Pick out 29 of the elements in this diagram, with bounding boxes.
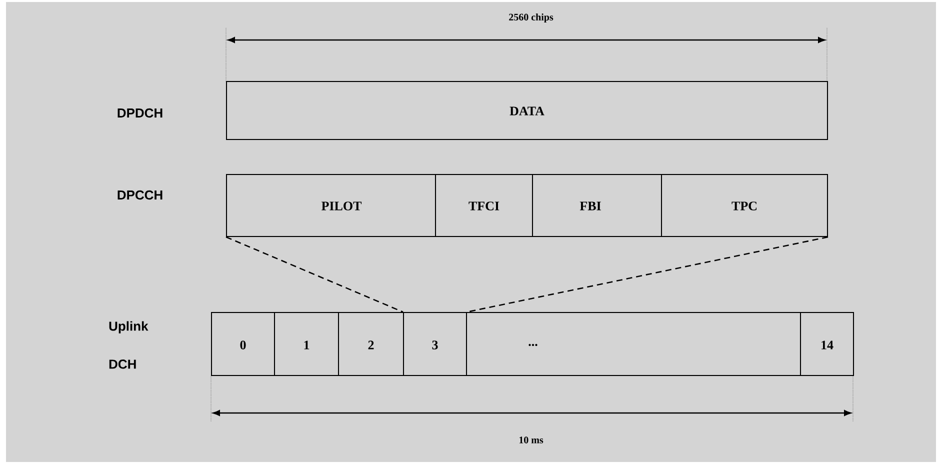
- field-box: [661, 174, 828, 237]
- channel-label: Uplink DCH: [109, 321, 148, 369]
- field-label: 14: [822, 340, 834, 350]
- field-label: TFCI: [468, 202, 500, 210]
- channel-label: DPDCH: [118, 108, 162, 118]
- field-box: [226, 81, 828, 140]
- field-label: ...: [528, 344, 538, 346]
- field-label: PILOT: [322, 202, 362, 210]
- field-box: [532, 174, 662, 237]
- dimension-label: 2560 chips: [509, 13, 554, 23]
- field-label: 1: [304, 340, 310, 350]
- channel-label: DPCCH: [118, 190, 162, 200]
- field-box: [403, 312, 467, 376]
- field-box: [211, 312, 275, 376]
- expansion-line: [466, 236, 828, 313]
- field-box: [800, 312, 854, 376]
- field-box: [338, 312, 404, 376]
- field-label: DATA: [510, 106, 544, 116]
- field-label: 2: [368, 340, 374, 350]
- field-box: [435, 174, 533, 237]
- field-label: FBI: [580, 202, 601, 210]
- field-label: 3: [432, 340, 438, 350]
- field-label: 0: [240, 340, 246, 350]
- dimension-label: 10 ms: [519, 436, 544, 444]
- expansion-line: [226, 236, 404, 313]
- field-box: [226, 174, 436, 237]
- field-box: [466, 312, 801, 376]
- field-label: TPC: [732, 202, 757, 210]
- field-box: [274, 312, 339, 376]
